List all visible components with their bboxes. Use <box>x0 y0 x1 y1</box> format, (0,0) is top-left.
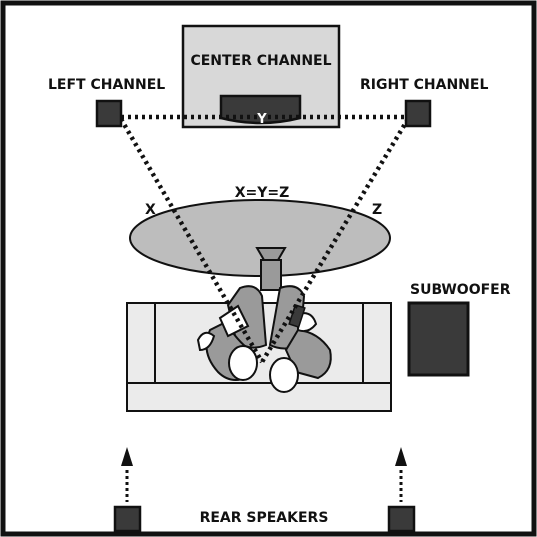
line-x <box>119 117 264 364</box>
rear-right-speaker <box>387 505 416 533</box>
right-speaker <box>404 99 432 128</box>
left-channel-label: LEFT CHANNEL <box>48 77 165 93</box>
subwoofer-box <box>407 301 470 377</box>
rear-left-speaker <box>113 505 142 533</box>
rear-speakers-label: REAR SPEAKERS <box>200 510 329 526</box>
distance-lines <box>119 114 410 364</box>
right-channel-label: RIGHT CHANNEL <box>360 77 488 93</box>
rear-left-arrow <box>121 447 133 502</box>
rear-right-arrow <box>395 447 407 502</box>
x-label: X <box>145 202 156 218</box>
line-z <box>260 117 410 364</box>
subwoofer-label: SUBWOOFER <box>410 282 511 298</box>
y-label: Y <box>256 112 267 127</box>
z-label: Z <box>372 202 382 218</box>
left-speaker <box>95 99 123 128</box>
center-channel-label: CENTER CHANNEL <box>190 53 331 69</box>
listeners <box>196 247 332 393</box>
equation-label: X=Y=Z <box>235 185 290 201</box>
